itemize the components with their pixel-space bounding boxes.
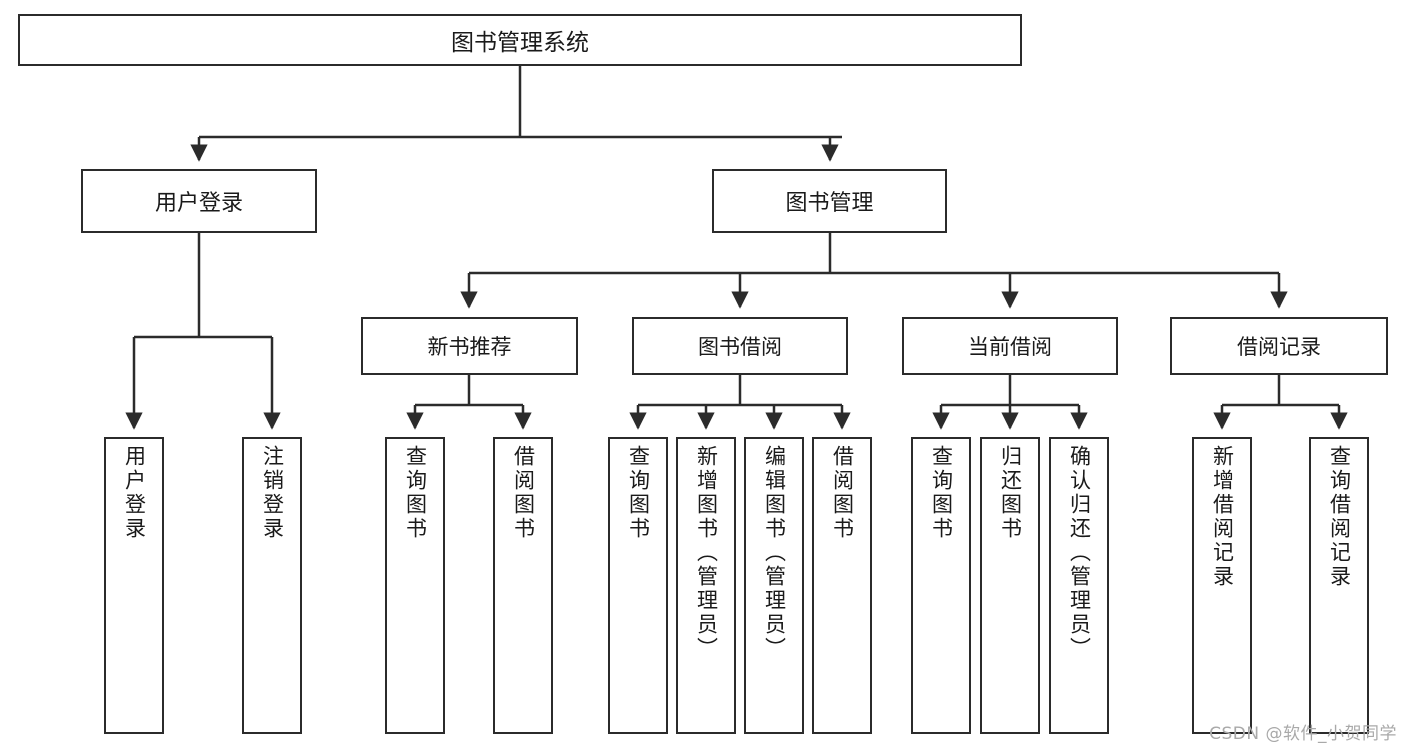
- leaf-nb-query-book[interactable]: 查询图书: [385, 437, 445, 734]
- leaf-bb-borrow-book-label: 借阅图书: [830, 445, 855, 541]
- leaf-logout[interactable]: 注销登录: [242, 437, 302, 734]
- leaf-nb-borrow-book[interactable]: 借阅图书: [493, 437, 553, 734]
- leaf-bb-query-book-label: 查询图书: [626, 445, 651, 541]
- node-book-borrow[interactable]: 图书借阅: [632, 317, 848, 375]
- node-book-manage-label: 图书管理: [785, 191, 874, 216]
- node-borrow-record[interactable]: 借阅记录: [1170, 317, 1388, 375]
- leaf-user-login[interactable]: 用户登录: [104, 437, 164, 734]
- node-root-system[interactable]: 图书管理系统: [18, 14, 1022, 66]
- leaf-nb-borrow-book-label: 借阅图书: [511, 445, 536, 541]
- leaf-cb-return-book[interactable]: 归还图书: [980, 437, 1040, 734]
- leaf-bb-add-book[interactable]: 新增图书（管理员）: [676, 437, 736, 734]
- node-book-borrow-label: 图书借阅: [698, 335, 782, 359]
- leaf-br-query-record[interactable]: 查询借阅记录: [1309, 437, 1369, 734]
- leaf-logout-label: 注销登录: [260, 445, 285, 541]
- leaf-bb-query-book[interactable]: 查询图书: [608, 437, 668, 734]
- node-root-label: 图书管理系统: [451, 30, 589, 56]
- node-new-book-recommend[interactable]: 新书推荐: [361, 317, 578, 375]
- leaf-cb-query-book[interactable]: 查询图书: [911, 437, 971, 734]
- leaf-bb-borrow-book[interactable]: 借阅图书: [812, 437, 872, 734]
- leaf-bb-edit-book[interactable]: 编辑图书（管理员）: [744, 437, 804, 734]
- leaf-user-login-label: 用户登录: [122, 445, 147, 541]
- node-current-borrow[interactable]: 当前借阅: [902, 317, 1118, 375]
- leaf-nb-query-book-label: 查询图书: [403, 445, 428, 541]
- leaf-bb-edit-book-label: 编辑图书（管理员）: [762, 445, 787, 661]
- leaf-br-add-record[interactable]: 新增借阅记录: [1192, 437, 1252, 734]
- node-user-login-label: 用户登录: [154, 191, 243, 216]
- node-borrow-record-label: 借阅记录: [1237, 335, 1321, 359]
- leaf-br-add-record-label: 新增借阅记录: [1210, 445, 1235, 589]
- leaf-cb-confirm-return[interactable]: 确认归还（管理员）: [1049, 437, 1109, 734]
- watermark: CSDN @软件_小贺同学: [1209, 724, 1397, 744]
- node-current-borrow-label: 当前借阅: [968, 335, 1052, 359]
- leaf-br-query-record-label: 查询借阅记录: [1327, 445, 1352, 589]
- leaf-cb-query-book-label: 查询图书: [929, 445, 954, 541]
- node-user-login[interactable]: 用户登录: [81, 169, 317, 233]
- node-new-book-recommend-label: 新书推荐: [427, 335, 512, 359]
- leaf-cb-confirm-return-label: 确认归还（管理员）: [1067, 445, 1092, 661]
- leaf-cb-return-book-label: 归还图书: [998, 445, 1023, 541]
- node-book-manage[interactable]: 图书管理: [712, 169, 947, 233]
- leaf-bb-add-book-label: 新增图书（管理员）: [694, 445, 719, 661]
